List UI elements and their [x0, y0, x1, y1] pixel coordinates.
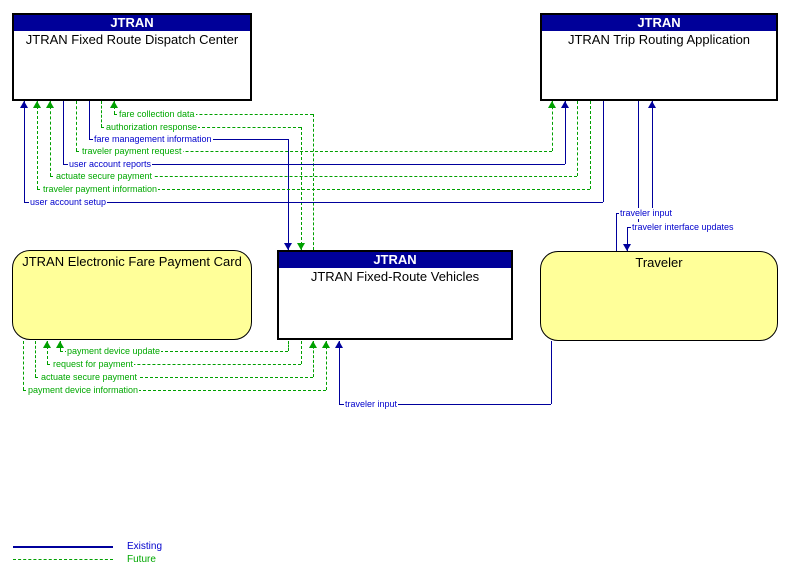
flow-label: traveler input: [344, 399, 399, 410]
flow-line: [565, 101, 566, 164]
flow-label: traveler input: [619, 208, 674, 219]
flow-line: [101, 127, 301, 128]
flow-label: payment device update: [66, 346, 162, 357]
flow-line: [24, 202, 603, 203]
legend-existing-label: Existing: [127, 541, 163, 552]
flow-line: [35, 377, 313, 378]
flow-label: payment device information: [27, 385, 140, 396]
trip-routing-header: JTRAN: [542, 15, 776, 31]
arrowhead-down: [297, 243, 305, 250]
legend-future-line: [13, 559, 113, 560]
arrowhead-up: [648, 101, 656, 108]
flow-line: [339, 404, 551, 405]
arrowhead-up: [46, 101, 54, 108]
flow-label: request for payment: [52, 359, 135, 370]
flow-line: [551, 341, 552, 404]
flow-label: fare collection data: [118, 109, 196, 120]
flow-line: [63, 164, 565, 165]
flow-line: [35, 341, 36, 377]
flow-label: actuate secure payment: [55, 171, 154, 182]
arrowhead-up: [548, 101, 556, 108]
flow-line: [37, 189, 590, 190]
flow-line: [24, 101, 25, 202]
flow-line: [76, 101, 77, 151]
flow-line: [63, 101, 64, 164]
flow-line: [60, 351, 288, 352]
box-traveler: Traveler: [540, 251, 778, 341]
flow-line: [288, 139, 289, 250]
flow-line: [590, 101, 591, 189]
flow-line: [603, 101, 604, 202]
flow-line: [114, 114, 313, 115]
arrowhead-down: [284, 243, 292, 250]
flow-line: [339, 341, 340, 404]
flow-line: [627, 227, 628, 251]
flow-line: [301, 127, 302, 250]
arrowhead-up: [33, 101, 41, 108]
flow-line: [577, 101, 578, 176]
flow-line: [89, 101, 90, 139]
flow-label: user account reports: [68, 159, 153, 170]
arrowhead-up: [56, 341, 64, 348]
box-dispatch-center: JTRAN JTRAN Fixed Route Dispatch Center: [12, 13, 252, 101]
arrowhead-up: [561, 101, 569, 108]
arrowhead-up: [20, 101, 28, 108]
flow-line: [23, 390, 326, 391]
fixed-route-vehicles-title: JTRAN Fixed-Route Vehicles: [310, 269, 480, 284]
flow-line: [313, 341, 314, 377]
traveler-title: Traveler: [635, 255, 683, 270]
box-trip-routing-application: JTRAN JTRAN Trip Routing Application: [540, 13, 778, 101]
flow-line: [50, 176, 577, 177]
flow-label: user account setup: [29, 197, 108, 208]
flow-line: [638, 101, 639, 227]
flow-label: traveler payment information: [42, 184, 159, 195]
arrowhead-up: [110, 101, 118, 108]
dispatch-center-header: JTRAN: [14, 15, 250, 31]
flow-line: [288, 341, 289, 351]
flow-line: [47, 341, 48, 364]
flow-line: [76, 151, 552, 152]
legend-existing-line: [13, 546, 113, 548]
flow-line: [50, 101, 51, 176]
flow-line: [23, 341, 24, 390]
flow-line: [101, 101, 102, 127]
dispatch-center-title: JTRAN Fixed Route Dispatch Center: [25, 32, 239, 47]
box-fare-payment-card: JTRAN Electronic Fare Payment Card: [12, 250, 252, 340]
flow-label: traveler payment request: [81, 146, 183, 157]
flow-line: [37, 101, 38, 189]
fixed-route-vehicles-header: JTRAN: [279, 252, 511, 268]
flow-line: [326, 341, 327, 390]
arrowhead-up: [322, 341, 330, 348]
legend-future-label: Future: [127, 554, 156, 565]
flow-line: [313, 114, 314, 250]
fare-payment-card-title: JTRAN Electronic Fare Payment Card: [22, 254, 242, 269]
flow-line: [47, 364, 301, 365]
flow-label: fare management information: [93, 134, 213, 145]
flow-line: [616, 213, 617, 251]
flow-line: [552, 101, 553, 151]
arrowhead-up: [335, 341, 343, 348]
flow-label: traveler interface updates: [631, 222, 735, 233]
arrowhead-up: [309, 341, 317, 348]
trip-routing-title: JTRAN Trip Routing Application: [567, 32, 751, 47]
box-fixed-route-vehicles: JTRAN JTRAN Fixed-Route Vehicles: [277, 250, 513, 340]
flow-label: authorization response: [105, 122, 199, 133]
flow-line: [652, 101, 653, 213]
flow-line: [301, 341, 302, 364]
flow-label: actuate secure payment: [40, 372, 139, 383]
arrowhead-down: [623, 244, 631, 251]
arrowhead-up: [43, 341, 51, 348]
